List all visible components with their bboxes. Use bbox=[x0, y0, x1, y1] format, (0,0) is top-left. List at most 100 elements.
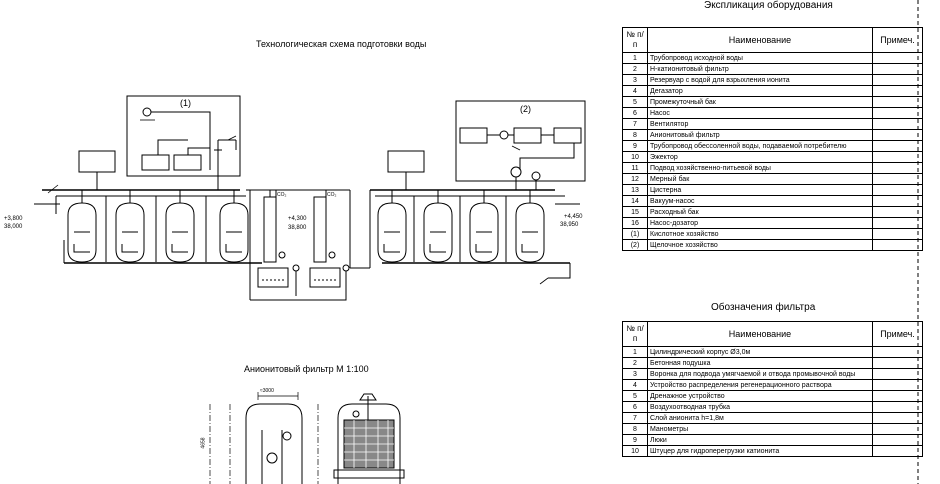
row-note bbox=[872, 63, 923, 75]
row-note bbox=[872, 184, 923, 196]
row-name: Цистерна bbox=[647, 184, 873, 196]
filter-8a bbox=[377, 202, 407, 263]
row-name: Подвод хозяйственно-питьевой воды bbox=[647, 162, 873, 174]
tank-13-right bbox=[459, 127, 488, 144]
row-note bbox=[872, 118, 923, 130]
tank-12-right bbox=[553, 127, 582, 144]
row-name: Дегазатор bbox=[647, 85, 873, 97]
tank-12-left bbox=[173, 154, 202, 171]
row-number: 1 bbox=[622, 346, 648, 358]
row-number: 16 bbox=[622, 217, 648, 229]
pump-6-left bbox=[292, 264, 300, 272]
row-name: Эжектор bbox=[647, 151, 873, 163]
row-number: 5 bbox=[622, 390, 648, 402]
row-name: Щелочное хозяйство bbox=[647, 239, 873, 251]
row-note bbox=[872, 173, 923, 185]
pump-6-right bbox=[342, 264, 350, 272]
row-note bbox=[872, 423, 923, 435]
row-note bbox=[872, 162, 923, 174]
row-number: 6 bbox=[622, 401, 648, 413]
row-name: Вентилятор bbox=[647, 118, 873, 130]
row-name: Манометры bbox=[647, 423, 873, 435]
row-note bbox=[872, 195, 923, 207]
row-note bbox=[872, 357, 923, 369]
label-dim-width: ≈3000 bbox=[260, 388, 274, 394]
row-name: Резервуар с водой для взрыхления ионита bbox=[647, 74, 873, 86]
row-number: 12 bbox=[622, 173, 648, 185]
row-number: 15 bbox=[622, 206, 648, 218]
anion-filter-section-drawing bbox=[209, 392, 405, 484]
filter-front-view bbox=[245, 403, 303, 484]
col-num: № п/п bbox=[622, 321, 648, 347]
row-number: 4 bbox=[622, 85, 648, 97]
filter-2a bbox=[67, 202, 97, 263]
row-number: 1 bbox=[622, 52, 648, 64]
row-note bbox=[872, 151, 923, 163]
row-number: 6 bbox=[622, 107, 648, 119]
row-note bbox=[872, 85, 923, 97]
tank-15 bbox=[513, 127, 542, 144]
row-note bbox=[872, 379, 923, 391]
anion-filter-group bbox=[350, 100, 586, 279]
reservoir-3-right bbox=[387, 150, 425, 173]
label-co2-2: CO₂ bbox=[327, 192, 337, 198]
row-note bbox=[872, 206, 923, 218]
row-note bbox=[872, 346, 923, 358]
row-number: 8 bbox=[622, 423, 648, 435]
row-number: (1) bbox=[622, 228, 648, 240]
row-name: Мерный бак bbox=[647, 173, 873, 185]
row-number: 3 bbox=[622, 368, 648, 380]
degasser-group bbox=[246, 189, 351, 301]
row-number: 7 bbox=[622, 412, 648, 424]
label-elev-right-2: 38,950 bbox=[560, 222, 579, 228]
row-number: 7 bbox=[622, 118, 648, 130]
row-number: 2 bbox=[622, 63, 648, 75]
cation-filter-group bbox=[34, 95, 262, 264]
row-name: Цилиндрический корпус Ø3,0м bbox=[647, 346, 873, 358]
filter-drawing-title: Анионитовый фильтр М 1:100 bbox=[244, 364, 369, 374]
row-note bbox=[872, 412, 923, 424]
fan-7-left bbox=[278, 251, 286, 259]
label-elev-left-2: 38,000 bbox=[4, 224, 23, 230]
tank-13-left bbox=[141, 154, 170, 171]
row-name: Слой анионита h=1,8м bbox=[647, 412, 873, 424]
label-elev-mid-2: 38,800 bbox=[288, 225, 307, 231]
row-note bbox=[872, 74, 923, 86]
row-name: Н-катионитовый фильтр bbox=[647, 63, 873, 75]
row-name: Расходный бак bbox=[647, 206, 873, 218]
degasser-4-right bbox=[313, 196, 327, 263]
label-co2-1: CO₂ bbox=[277, 192, 287, 198]
label-elev-mid: +4,300 bbox=[288, 216, 307, 222]
label-group-1: (1) bbox=[180, 98, 191, 108]
tank-5-left bbox=[257, 267, 289, 288]
ejector-10-top bbox=[499, 130, 509, 140]
label-elev-right: +4,450 bbox=[564, 214, 583, 220]
row-note bbox=[872, 129, 923, 141]
row-name: Дренажное устройство bbox=[647, 390, 873, 402]
row-number: (2) bbox=[622, 239, 648, 251]
filter-2b bbox=[115, 202, 145, 263]
col-num: № п/п bbox=[622, 27, 648, 53]
row-name: Люки bbox=[647, 434, 873, 446]
col-note: Примеч. bbox=[872, 27, 923, 53]
table-row: (2)Щелочное хозяйство bbox=[622, 239, 923, 251]
row-note bbox=[872, 239, 923, 251]
row-note bbox=[872, 96, 923, 108]
label-group-2: (2) bbox=[520, 104, 531, 114]
row-note bbox=[872, 228, 923, 240]
